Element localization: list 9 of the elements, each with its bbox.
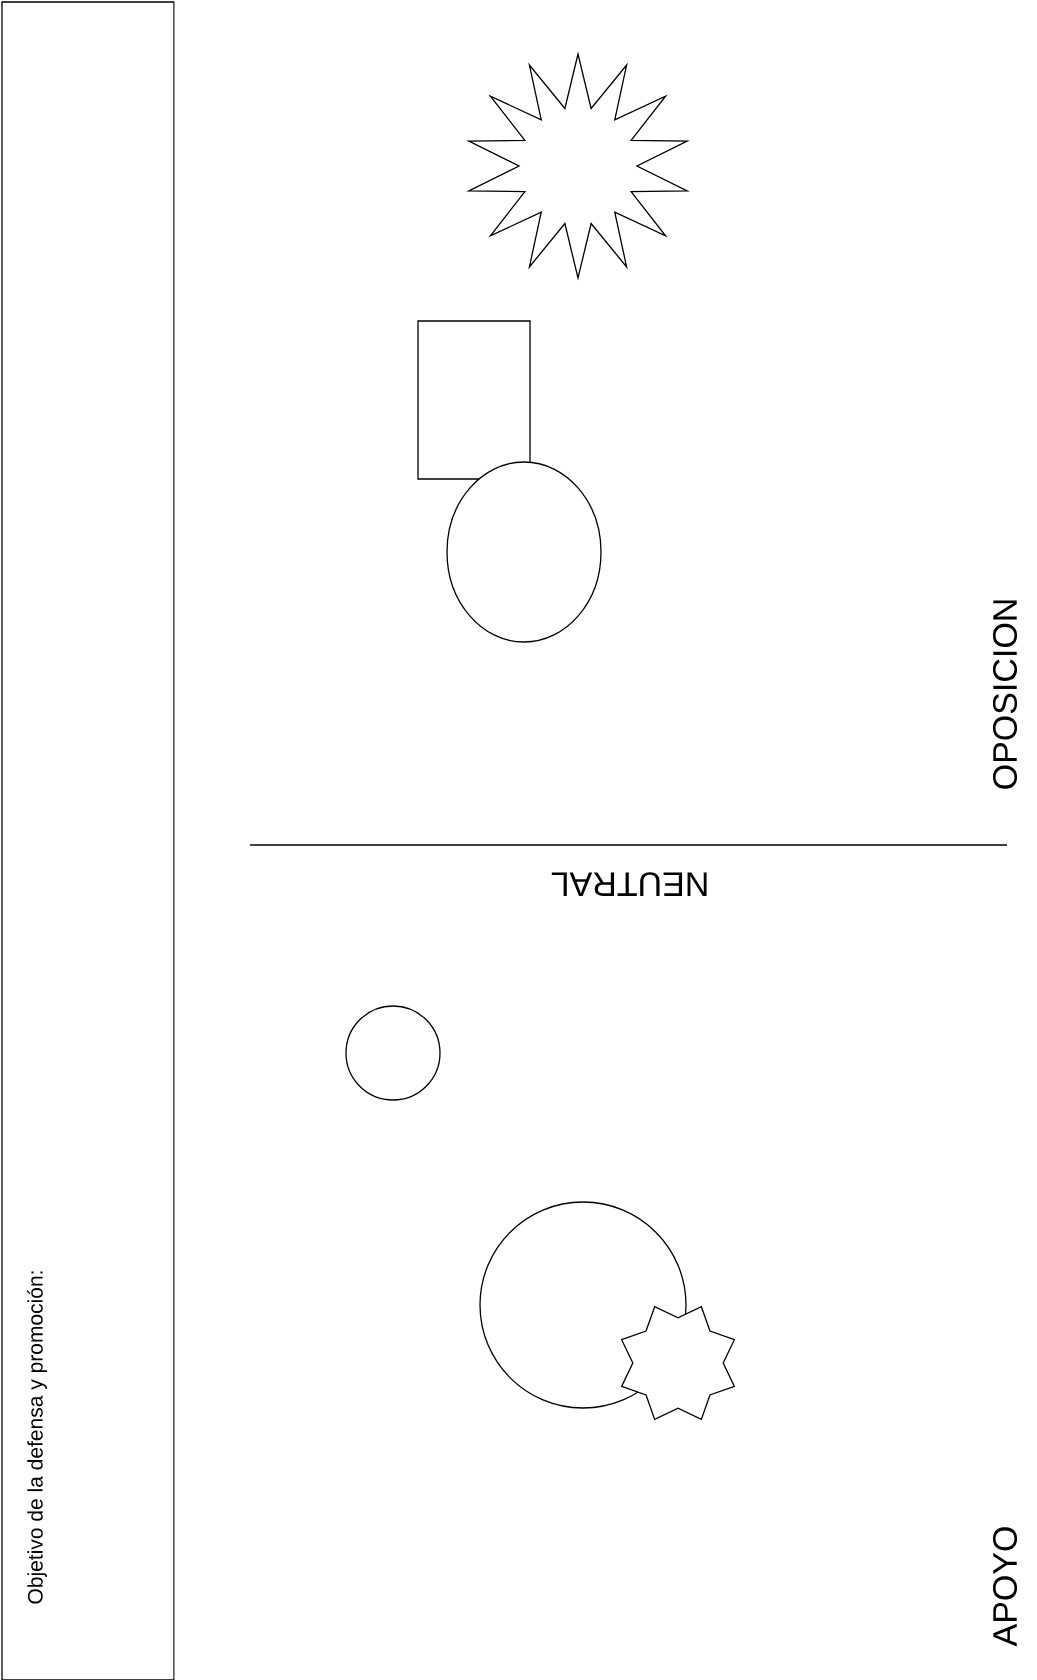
star-shape — [620, 1305, 736, 1421]
circle-shape — [345, 1005, 441, 1101]
objective-box: Objetivo de la defensa y promoción: — [1, 1, 175, 1680]
side-label: APOYO — [992, 1527, 1018, 1647]
zone-label: NEUTRAL — [551, 872, 707, 896]
ellipse-shape — [446, 461, 602, 643]
rectangle-shape — [417, 320, 531, 480]
circle-shape — [479, 1201, 687, 1409]
side-label: OPOSICION — [992, 600, 1018, 789]
